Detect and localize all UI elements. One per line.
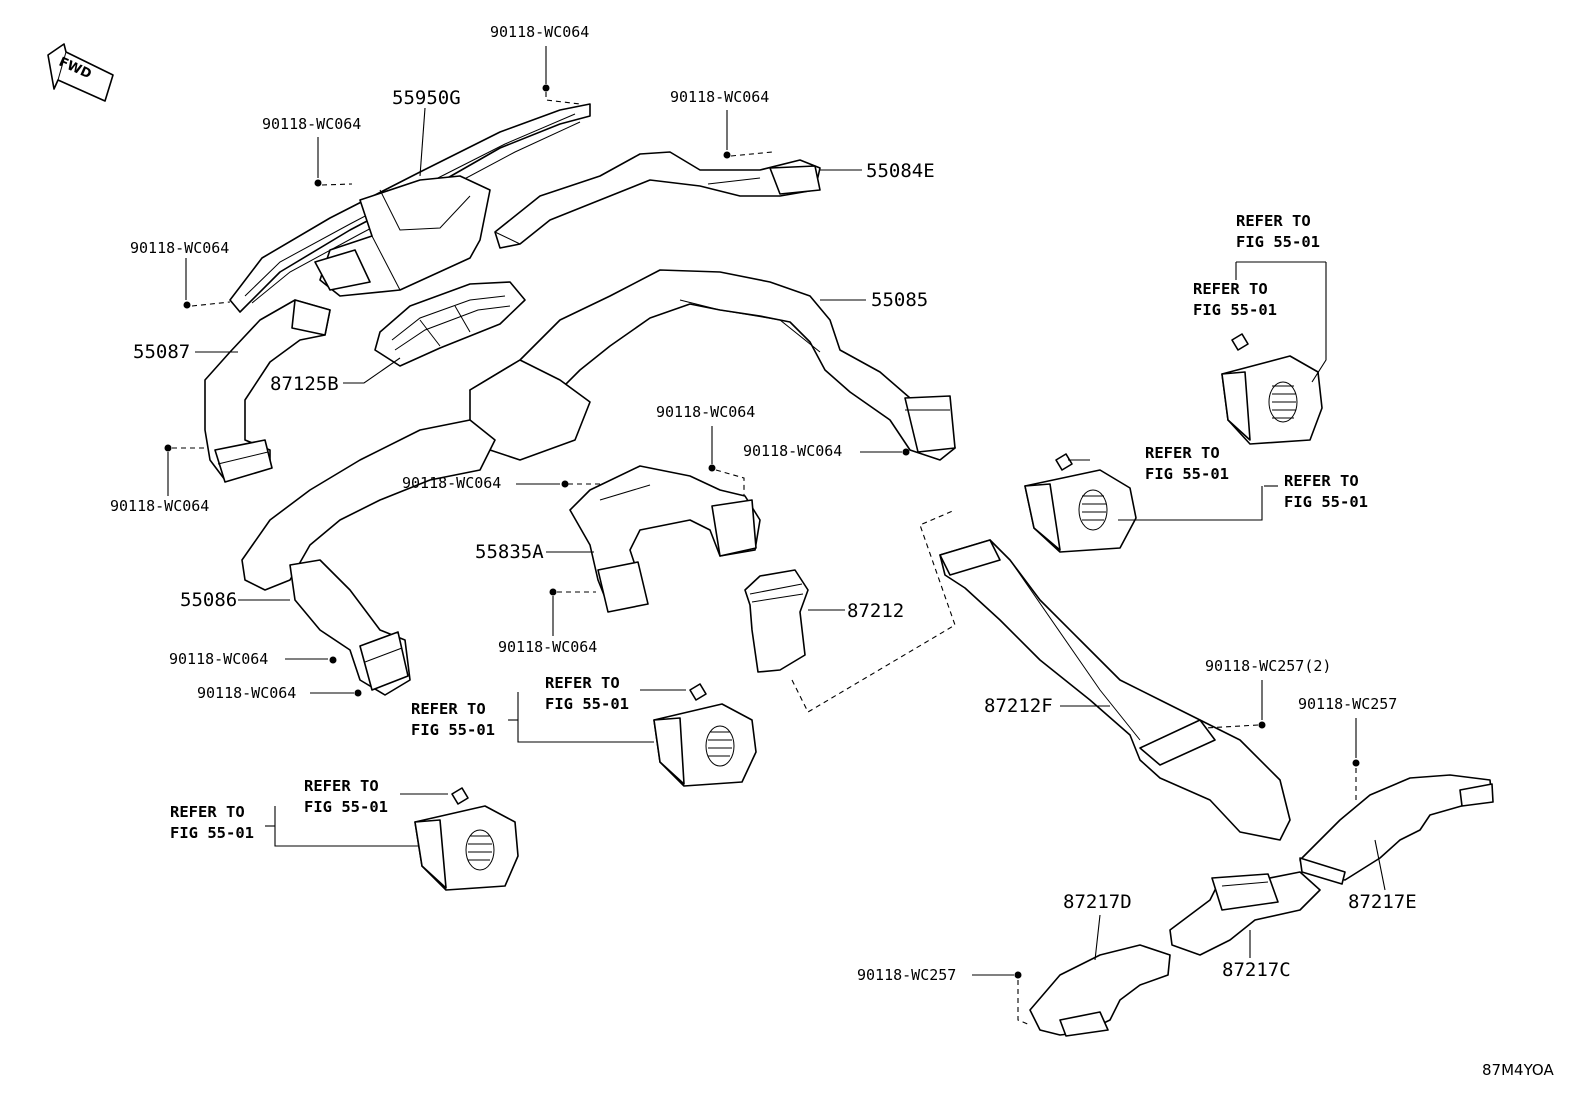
fastener-label: 90118-WC064 (743, 442, 843, 460)
reference-callout: REFER TO FIG 55-01 (411, 699, 495, 741)
figure-code: 87M4YOA (1482, 1061, 1554, 1079)
reference-line2: FIG 55-01 (545, 695, 629, 713)
reference-line2: FIG 55-01 (1193, 301, 1277, 319)
fastener-label: 90118-WC064 (490, 23, 590, 41)
part-55087 (204, 299, 331, 483)
part-label-55086: 55086 (180, 589, 238, 611)
part-87217E (1299, 774, 1494, 885)
reference-callout: REFER TO FIG 55-01 (545, 673, 629, 715)
fastener-label: 90118-WC064 (169, 650, 269, 668)
reference-callout: REFER TO FIG 55-01 (1193, 279, 1277, 321)
reference-callout: REFER TO FIG 55-01 (1236, 211, 1320, 253)
fastener-label: 90118-WC064 (402, 474, 502, 492)
reference-line2: FIG 55-01 (1284, 493, 1368, 511)
reference-callout: REFER TO FIG 55-01 (170, 802, 254, 844)
fastener-label: 90118-WC257 (857, 966, 957, 984)
vent-assembly-left (414, 805, 519, 891)
part-55086 (241, 419, 496, 696)
bolt-icon (164, 84, 1360, 979)
reference-line2: FIG 55-01 (304, 798, 388, 816)
part-87217D (1029, 944, 1171, 1037)
fastener-label: 90118-WC064 (110, 497, 210, 515)
vent-assembly-right-lower (1024, 469, 1137, 553)
reference-callout: REFER TO FIG 55-01 (1284, 471, 1368, 513)
reference-line1: REFER TO (1236, 212, 1311, 230)
fastener-label: 90118-WC064 (656, 403, 756, 421)
part-55085 (469, 269, 956, 461)
part-label-87217E: 87217E (1348, 891, 1417, 913)
part-55950G (229, 103, 591, 313)
part-87217C (1169, 871, 1321, 956)
fastener-label: 90118-WC064 (262, 115, 362, 133)
part-label-87125B: 87125B (270, 373, 339, 395)
part-label-55835A: 55835A (475, 541, 544, 563)
reference-line2: FIG 55-01 (411, 721, 495, 739)
fastener-label: 90118-WC064 (130, 239, 230, 257)
part-55084E (494, 151, 821, 249)
part-87125B (374, 281, 526, 367)
fastener-label: 90118-WC064 (498, 638, 598, 656)
reference-callout: REFER TO FIG 55-01 (304, 776, 388, 818)
reference-callout: REFER TO FIG 55-01 (1145, 443, 1229, 485)
part-87212F (939, 539, 1291, 841)
reference-line2: FIG 55-01 (170, 824, 254, 842)
reference-line1: REFER TO (1193, 280, 1268, 298)
part-label-87212F: 87212F (984, 695, 1053, 717)
reference-line1: REFER TO (304, 777, 379, 795)
reference-line1: REFER TO (545, 674, 620, 692)
leader-lines (167, 46, 1386, 1026)
part-label-55950G: 55950G (392, 87, 461, 109)
part-label-55085: 55085 (871, 289, 929, 311)
reference-line1: REFER TO (1145, 444, 1220, 462)
part-label-87217D: 87217D (1063, 891, 1132, 913)
reference-line2: FIG 55-01 (1236, 233, 1320, 251)
fastener-label: 90118-WC064 (670, 88, 770, 106)
part-label-87212: 87212 (847, 600, 905, 622)
part-label-55087: 55087 (133, 341, 191, 363)
part-55835A (569, 465, 761, 613)
fastener-label: 90118-WC064 (197, 684, 297, 702)
part-87212 (744, 569, 809, 673)
fastener-label: 90118-WC257 (1298, 695, 1398, 713)
reference-line1: REFER TO (1284, 472, 1359, 490)
fastener-label: 90118-WC257(2) (1205, 657, 1332, 675)
clip-icon (451, 333, 1249, 805)
fwd-arrow-icon (47, 43, 114, 102)
vent-assembly-right-upper (1221, 355, 1323, 445)
part-label-87217C: 87217C (1222, 959, 1291, 981)
reference-line1: REFER TO (170, 803, 245, 821)
vent-assembly-center (653, 703, 757, 787)
part-label-55084E: 55084E (866, 160, 935, 182)
reference-line2: FIG 55-01 (1145, 465, 1229, 483)
reference-line1: REFER TO (411, 700, 486, 718)
